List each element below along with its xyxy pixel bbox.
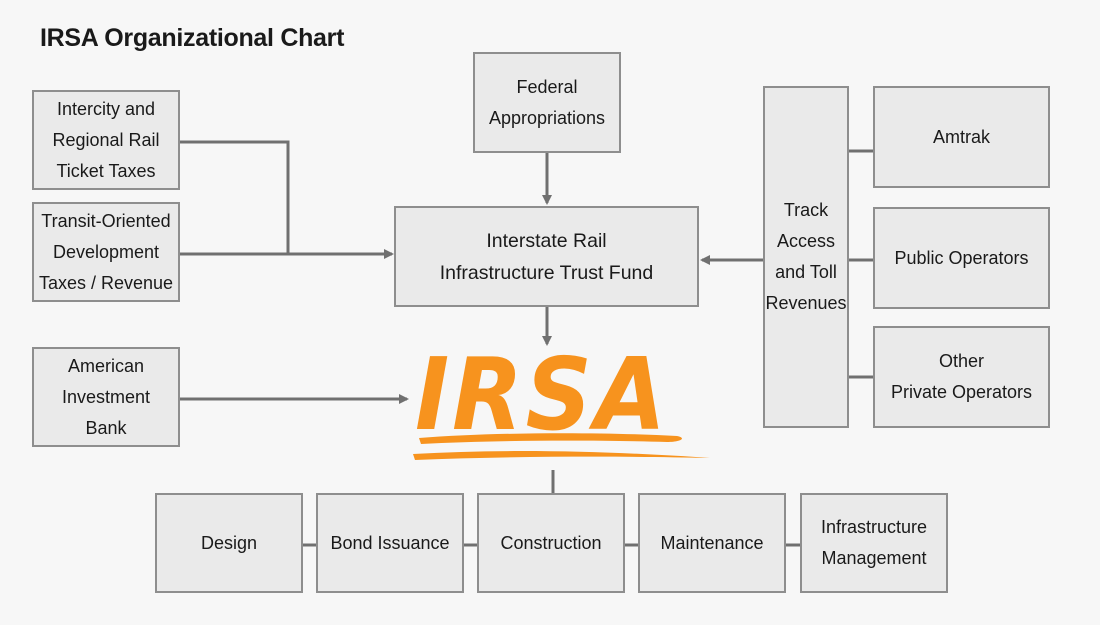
federal-appropriations-box: Federal Appropriations (473, 52, 621, 153)
maintenance-box: Maintenance (638, 493, 786, 593)
logo-underline-strokes (413, 433, 710, 460)
american-investment-bank-box: American Investment Bank (32, 347, 180, 447)
transit-oriented-development-box: Transit-Oriented Development Taxes / Rev… (32, 202, 180, 302)
design-box: Design (155, 493, 303, 593)
connector-ticket-taxes (180, 140, 290, 254)
infrastructure-management-box: Infrastructure Management (800, 493, 948, 593)
chart-title: IRSA Organizational Chart (40, 24, 345, 52)
construction-box: Construction (477, 493, 625, 593)
public-operators-box: Public Operators (873, 207, 1050, 309)
trust-fund-box: Interstate Rail Infrastructure Trust Fun… (394, 206, 699, 307)
intercity-ticket-taxes-box: Intercity and Regional Rail Ticket Taxes (32, 90, 180, 190)
bond-issuance-box: Bond Issuance (316, 493, 464, 593)
other-private-operators-box: Other Private Operators (873, 326, 1050, 428)
logo-wordmark: IRSA (415, 336, 669, 453)
irsa-logo: IRSA (405, 336, 715, 472)
track-access-box: Track Access and Toll Revenues (763, 86, 849, 428)
amtrak-box: Amtrak (873, 86, 1050, 188)
